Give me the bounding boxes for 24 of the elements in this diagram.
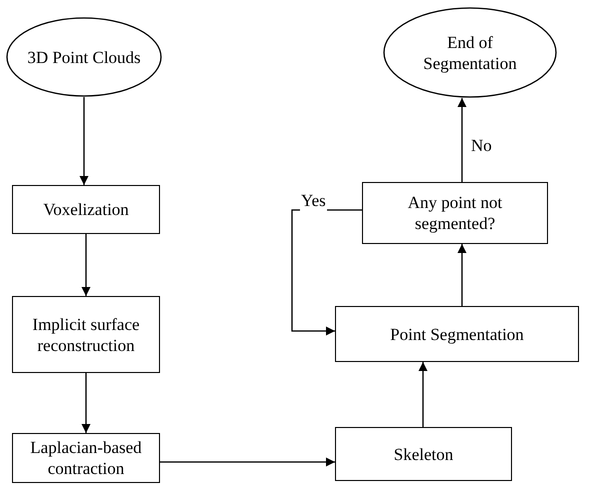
arrow xyxy=(160,458,335,466)
node-text: Implicit surface reconstruction xyxy=(31,314,141,356)
decision-box xyxy=(362,182,548,244)
arrow xyxy=(82,234,90,296)
node-text: Skeleton xyxy=(394,444,454,464)
arrow xyxy=(458,244,466,306)
process-box xyxy=(12,433,160,483)
process-box xyxy=(12,296,160,373)
arrow xyxy=(82,373,90,433)
process-box xyxy=(335,306,579,362)
node-text: Voxelization xyxy=(43,199,129,220)
arrow xyxy=(418,362,428,427)
node-text: 3D Point Clouds xyxy=(27,46,141,68)
arrow xyxy=(458,98,466,182)
node-text: Point Segmentation xyxy=(390,324,524,344)
node-text: End of Segmentation xyxy=(422,32,518,74)
node-text: Any point not segmented? xyxy=(406,192,504,234)
process-box xyxy=(12,185,160,234)
arrow xyxy=(291,209,362,336)
terminal-ellipse xyxy=(6,17,162,97)
node-text: Laplacian-based contraction xyxy=(29,437,143,479)
process-box xyxy=(335,427,512,481)
terminal-ellipse xyxy=(383,7,557,98)
arrow xyxy=(80,97,88,185)
